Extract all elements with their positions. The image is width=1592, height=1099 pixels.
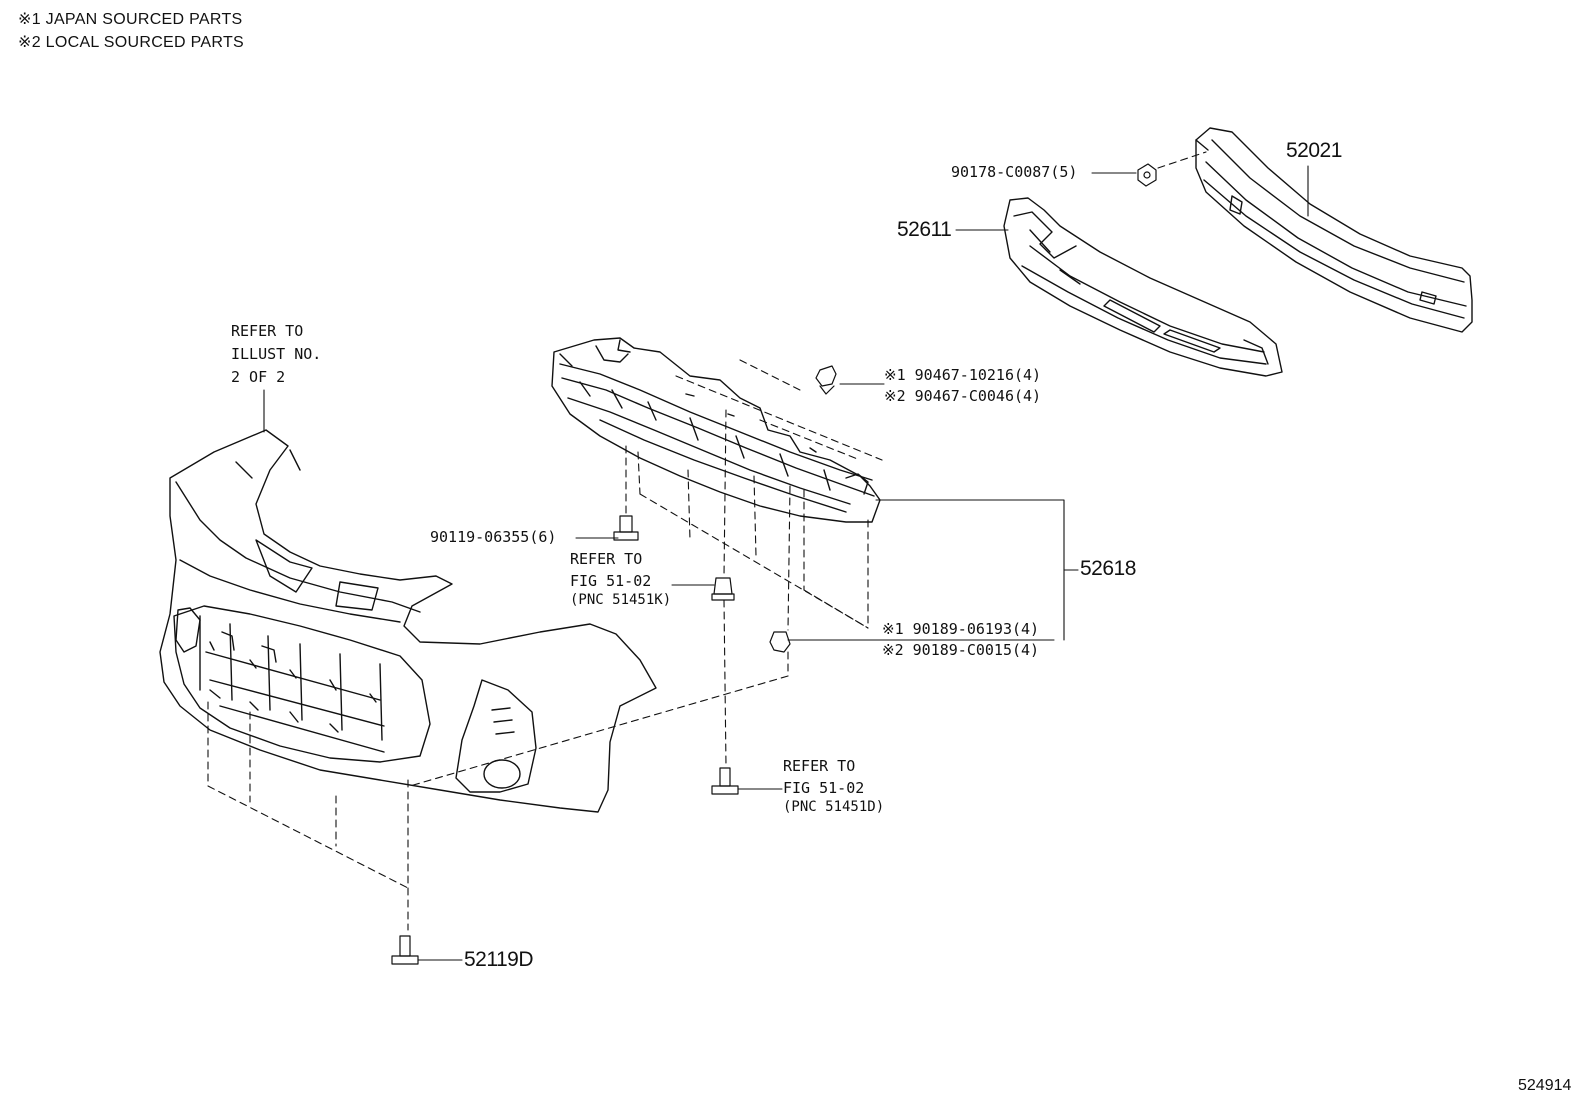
refer-fig-k-line1: REFER TO: [570, 550, 643, 568]
refer-fig-d-line2: FIG 51-02: [783, 779, 865, 797]
part-52021: 52021: [1286, 139, 1342, 162]
legend-local-sourced: ※2 LOCAL SOURCED PARTS: [18, 34, 244, 51]
part-52611: 52611: [897, 218, 952, 241]
refer-fig-k-line2: FIG 51-02: [570, 572, 652, 590]
part-90189-06193: ※1 90189-06193(4): [882, 620, 1040, 638]
refer-fig-k-line3: (PNC 51451K): [570, 592, 672, 608]
refer-illust-line2: ILLUST NO.: [231, 345, 322, 363]
refer-illust-line3: 2 OF 2: [231, 368, 286, 386]
part-52119d: 52119D: [464, 948, 534, 971]
part-90189-c0015: ※2 90189-C0015(4): [882, 641, 1040, 659]
refer-fig-d-line3: (PNC 51451D): [783, 799, 885, 815]
energy-absorber-52611: [1004, 198, 1282, 376]
legend-japan-sourced: ※1 JAPAN SOURCED PARTS: [18, 11, 243, 28]
figure-number: 524914: [1518, 1077, 1572, 1094]
part-90119-06355: 90119-06355(6): [430, 528, 557, 546]
dashed-assembly-lines: [208, 152, 1206, 930]
refer-illust-line1: REFER TO: [231, 322, 304, 340]
front-bumper-cover: [160, 430, 656, 812]
fasteners: [392, 164, 1156, 964]
part-52618: 52618: [1080, 557, 1136, 580]
bumper-reinforcement-52021: [1196, 128, 1472, 332]
leader-lines: [264, 166, 1308, 960]
refer-fig-d-line1: REFER TO: [783, 757, 856, 775]
under-cover-52618: [552, 338, 880, 522]
part-90467-10216: ※1 90467-10216(4): [884, 366, 1042, 384]
part-90467-c0046: ※2 90467-C0046(4): [884, 387, 1042, 405]
part-90178-c0087: 90178-C0087(5): [951, 163, 1078, 181]
